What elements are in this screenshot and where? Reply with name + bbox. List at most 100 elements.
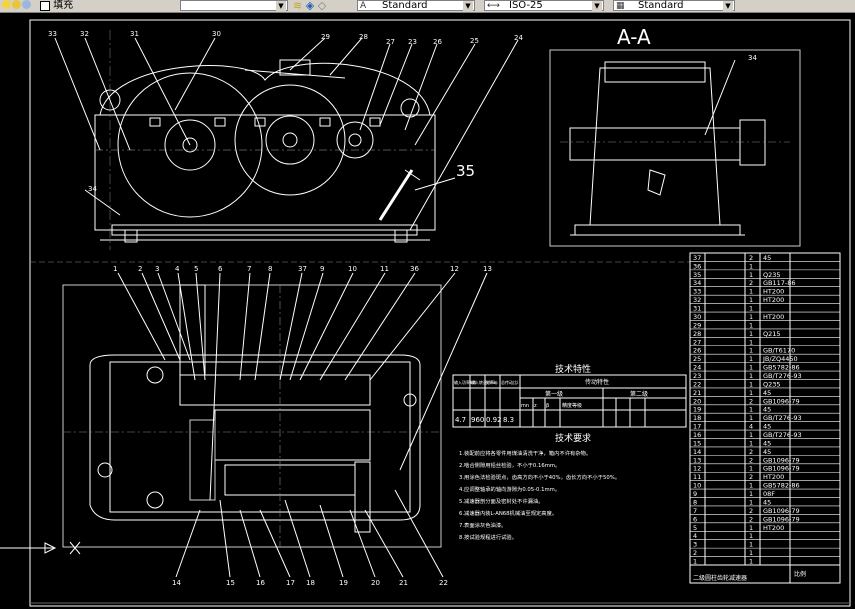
callout-26: 26 (433, 38, 442, 46)
lock-icon[interactable] (22, 0, 31, 9)
layer-prev-icon[interactable]: ◈ (305, 0, 315, 12)
table-style-dropdown[interactable]: ▦ Standard ▼ (613, 0, 735, 11)
fill-label: 填充 (53, 0, 74, 11)
bom-item-qty: 1 (749, 296, 753, 304)
bom-footer-scale: 比例 (794, 570, 806, 578)
fill-toggle[interactable]: 填充 (40, 0, 73, 12)
section-view-aa[interactable] (549, 49, 801, 247)
callout-5: 5 (194, 265, 198, 273)
table-style-value: Standard (638, 0, 684, 11)
bom-item-qty: 4 (749, 423, 753, 431)
bom-item-qty: 1 (749, 288, 753, 296)
bom-item-spec: GB/T276-93 (763, 414, 802, 422)
bom-item-spec: GB1096-79 (763, 465, 800, 473)
callout-30: 30 (212, 30, 221, 38)
bom-item-qty: 1 (749, 406, 753, 414)
bom-item-number: 17 (693, 423, 701, 431)
dim-style-dropdown[interactable]: ⟷ ISO-25 ▼ (484, 0, 604, 11)
value-power: 4.7 (455, 416, 466, 424)
bom-item-qty: 1 (749, 541, 753, 549)
bom-item-qty: 1 (749, 364, 753, 372)
header-power: 输入功率kW (454, 379, 476, 385)
bom-item-spec: 45 (763, 498, 771, 506)
bom-item-qty: 1 (749, 380, 753, 388)
bom-item-spec: GB/T6170 (763, 347, 795, 355)
requirement-8: 8.按试验规程进行试验。 (459, 533, 517, 541)
bom-item-number: 10 (693, 482, 701, 490)
bom-item-number: 23 (693, 372, 701, 380)
tech-group-header: 传动特性 (585, 378, 609, 386)
bom-item-number: 8 (693, 498, 697, 506)
bom-item-qty: 1 (749, 305, 753, 313)
bom-item-qty: 1 (749, 389, 753, 397)
cad-toolbar: 填充 ▼ ≋ ◈ ◇ A Standard ▼ ⟷ ISO-25 ▼ ▦ Sta… (0, 0, 855, 13)
bom-footer-title: 二级圆柱齿轮减速器 (693, 574, 747, 582)
bom-item-qty: 1 (749, 313, 753, 321)
drawing-canvas[interactable]: 33 32 31 30 29 28 27 23 26 25 24 34 35 A… (0, 12, 855, 609)
chevron-down-icon[interactable]: ▼ (592, 1, 602, 11)
bom-item-spec: 45 (763, 423, 771, 431)
bom-item-number: 15 (693, 439, 701, 447)
bom-item-number: 33 (693, 288, 701, 296)
chevron-down-icon[interactable]: ▼ (723, 1, 733, 11)
text-style-icon: A (360, 1, 367, 11)
bom-item-number: 30 (693, 313, 701, 321)
sun-icon[interactable] (12, 0, 21, 9)
callout-35: 35 (456, 162, 475, 180)
callout-2: 2 (138, 265, 142, 273)
callout-21: 21 (399, 579, 408, 587)
bom-item-number: 32 (693, 296, 701, 304)
bom-item-qty: 1 (749, 321, 753, 329)
foot-bolt (394, 229, 408, 243)
bom-item-number: 3 (693, 541, 697, 549)
inspection-cover (279, 59, 311, 76)
callout-23: 23 (408, 38, 417, 46)
callout-11: 11 (380, 265, 389, 273)
front-view[interactable] (54, 30, 519, 250)
callout-7: 7 (247, 265, 251, 273)
callout-12: 12 (450, 265, 459, 273)
callout-20: 20 (371, 579, 380, 587)
bom-item-qty: 2 (749, 515, 753, 523)
text-style-value: Standard (382, 0, 428, 11)
bom-item-number: 37 (693, 254, 701, 262)
callout-18: 18 (306, 579, 315, 587)
bom-item-spec: Q235 (763, 271, 781, 279)
checkbox-icon[interactable] (40, 1, 50, 11)
text-style-dropdown[interactable]: A Standard ▼ (357, 0, 475, 11)
bom-item-spec: HT200 (763, 288, 784, 296)
callout-32: 32 (80, 30, 89, 38)
bom-item-spec: GB/T276-93 (763, 431, 802, 439)
bom-item-qty: 2 (749, 279, 753, 287)
callout-28: 28 (359, 33, 368, 41)
bom-item-qty: 1 (749, 431, 753, 439)
bom-item-spec: HT200 (763, 524, 784, 532)
sub-header-beta: β (546, 403, 549, 409)
layer-state-icons[interactable] (2, 0, 32, 12)
plan-view[interactable] (0, 272, 488, 578)
bom-item-number: 12 (693, 465, 701, 473)
chevron-down-icon[interactable]: ▼ (276, 1, 286, 11)
stage2-header: 第二级 (630, 390, 648, 398)
bom-item-spec: GB5782-86 (763, 482, 800, 490)
callout-13: 13 (483, 265, 492, 273)
bom-item-number: 35 (693, 271, 701, 279)
layer-iso-icon[interactable]: ◇ (317, 0, 327, 12)
bom-item-qty: 1 (749, 372, 753, 380)
layer-dropdown[interactable]: ▼ (180, 0, 288, 11)
layers-icon[interactable]: ≋ (293, 0, 303, 12)
bom-item-number: 28 (693, 330, 701, 338)
layer-tools[interactable]: ≋ ◈ ◇ (293, 0, 326, 12)
bom-item-spec: HT200 (763, 473, 784, 481)
bom-item-qty: 2 (749, 254, 753, 262)
callout-6: 6 (218, 265, 223, 273)
header-ratio: 总传动比i (501, 379, 518, 385)
chevron-down-icon[interactable]: ▼ (463, 1, 473, 11)
bom-item-spec: GB1096-79 (763, 507, 800, 515)
bom-item-qty: 1 (749, 532, 753, 540)
bom-item-qty: 1 (749, 498, 753, 506)
bom-item-qty: 1 (749, 262, 753, 270)
lightbulb-icon[interactable] (2, 0, 11, 9)
callout-34: 34 (88, 185, 97, 193)
bom-item-number: 34 (693, 279, 701, 287)
